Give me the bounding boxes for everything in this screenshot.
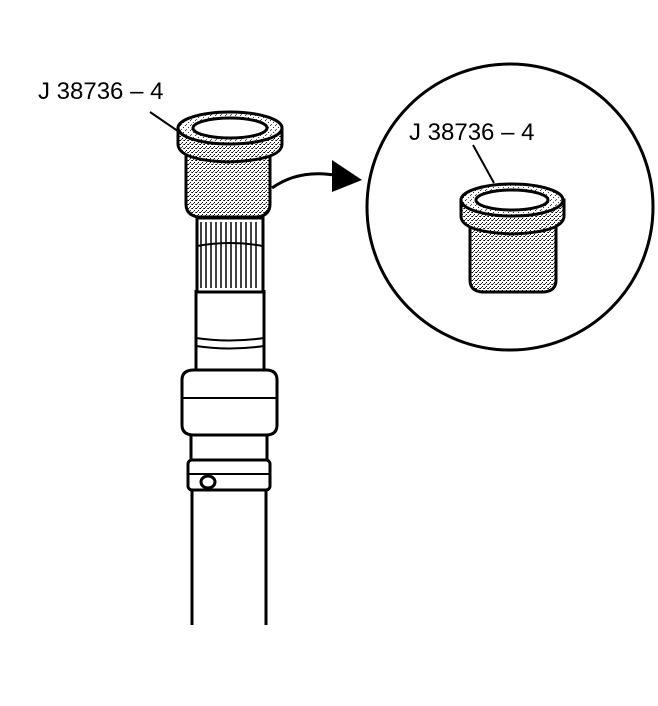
installed-tool-bore (191, 116, 269, 140)
detail-arrow (271, 160, 362, 192)
detail-label-leader (472, 144, 495, 184)
main-tool-label: J 38736 – 4 (38, 78, 164, 105)
detail-tool-label: J 38736 – 4 (409, 119, 535, 146)
main-label-leader (149, 111, 189, 139)
shaft (180, 289, 279, 625)
arrow-head-icon (332, 160, 362, 192)
detail-view (365, 62, 655, 352)
detail-tool-bore (474, 188, 550, 212)
shaft-splines (195, 216, 265, 294)
shaft-hole (199, 474, 217, 490)
detail-tool (459, 182, 566, 294)
shaft-lower-tube (190, 488, 268, 625)
detail-tool-body (468, 220, 558, 294)
installed-tool (176, 110, 284, 219)
installed-tool-body (184, 146, 272, 219)
shaft-collar (180, 368, 279, 437)
